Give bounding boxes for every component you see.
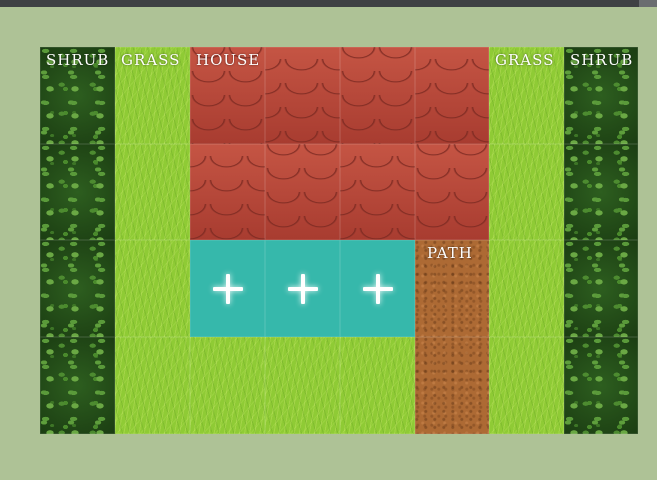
tile-grass[interactable] <box>115 337 190 434</box>
tile-grass[interactable] <box>489 337 564 434</box>
tile-house[interactable] <box>190 144 265 240</box>
tile-house[interactable] <box>340 144 415 240</box>
add-tile-slot[interactable] <box>190 240 265 337</box>
tile-grass[interactable] <box>265 337 340 434</box>
tile-shrub[interactable] <box>564 337 638 434</box>
tile-shrub[interactable] <box>564 240 638 337</box>
tile-label-shrub: SHRUB <box>46 51 110 69</box>
tile-house[interactable] <box>265 47 340 144</box>
tile-grass[interactable] <box>115 240 190 337</box>
tile-shrub[interactable]: SHRUB <box>564 47 638 144</box>
plus-icon <box>362 273 393 304</box>
tile-shrub[interactable]: SHRUB <box>40 47 115 144</box>
garden-grid: SHRUB GRASS HOUSE GRASS SHRUB PATH <box>40 47 638 434</box>
tile-path[interactable]: PATH <box>415 240 489 337</box>
tile-house[interactable] <box>340 47 415 144</box>
window-top-bar <box>0 0 657 7</box>
tile-grass[interactable] <box>489 240 564 337</box>
tile-shrub[interactable] <box>40 144 115 240</box>
tile-house[interactable] <box>265 144 340 240</box>
tile-grass[interactable] <box>489 144 564 240</box>
plus-icon <box>287 273 318 304</box>
tile-shrub[interactable] <box>40 240 115 337</box>
tile-label-grass: GRASS <box>121 51 181 69</box>
tile-grass[interactable] <box>190 337 265 434</box>
plus-icon <box>212 273 243 304</box>
tile-label-house: HOUSE <box>196 51 261 69</box>
add-tile-slot[interactable] <box>340 240 415 337</box>
window-top-bar-edge <box>639 0 657 7</box>
tile-label-shrub: SHRUB <box>570 51 634 69</box>
tile-house[interactable] <box>415 47 489 144</box>
add-tile-slot[interactable] <box>265 240 340 337</box>
tile-shrub[interactable] <box>40 337 115 434</box>
tile-grass[interactable]: GRASS <box>489 47 564 144</box>
tile-label-grass: GRASS <box>495 51 555 69</box>
tile-label-path: PATH <box>427 244 473 262</box>
tile-grass[interactable] <box>115 144 190 240</box>
tile-house[interactable]: HOUSE <box>190 47 265 144</box>
tile-grass[interactable] <box>340 337 415 434</box>
tile-shrub[interactable] <box>564 144 638 240</box>
tile-path[interactable] <box>415 337 489 434</box>
tile-grass[interactable]: GRASS <box>115 47 190 144</box>
tile-house[interactable] <box>415 144 489 240</box>
